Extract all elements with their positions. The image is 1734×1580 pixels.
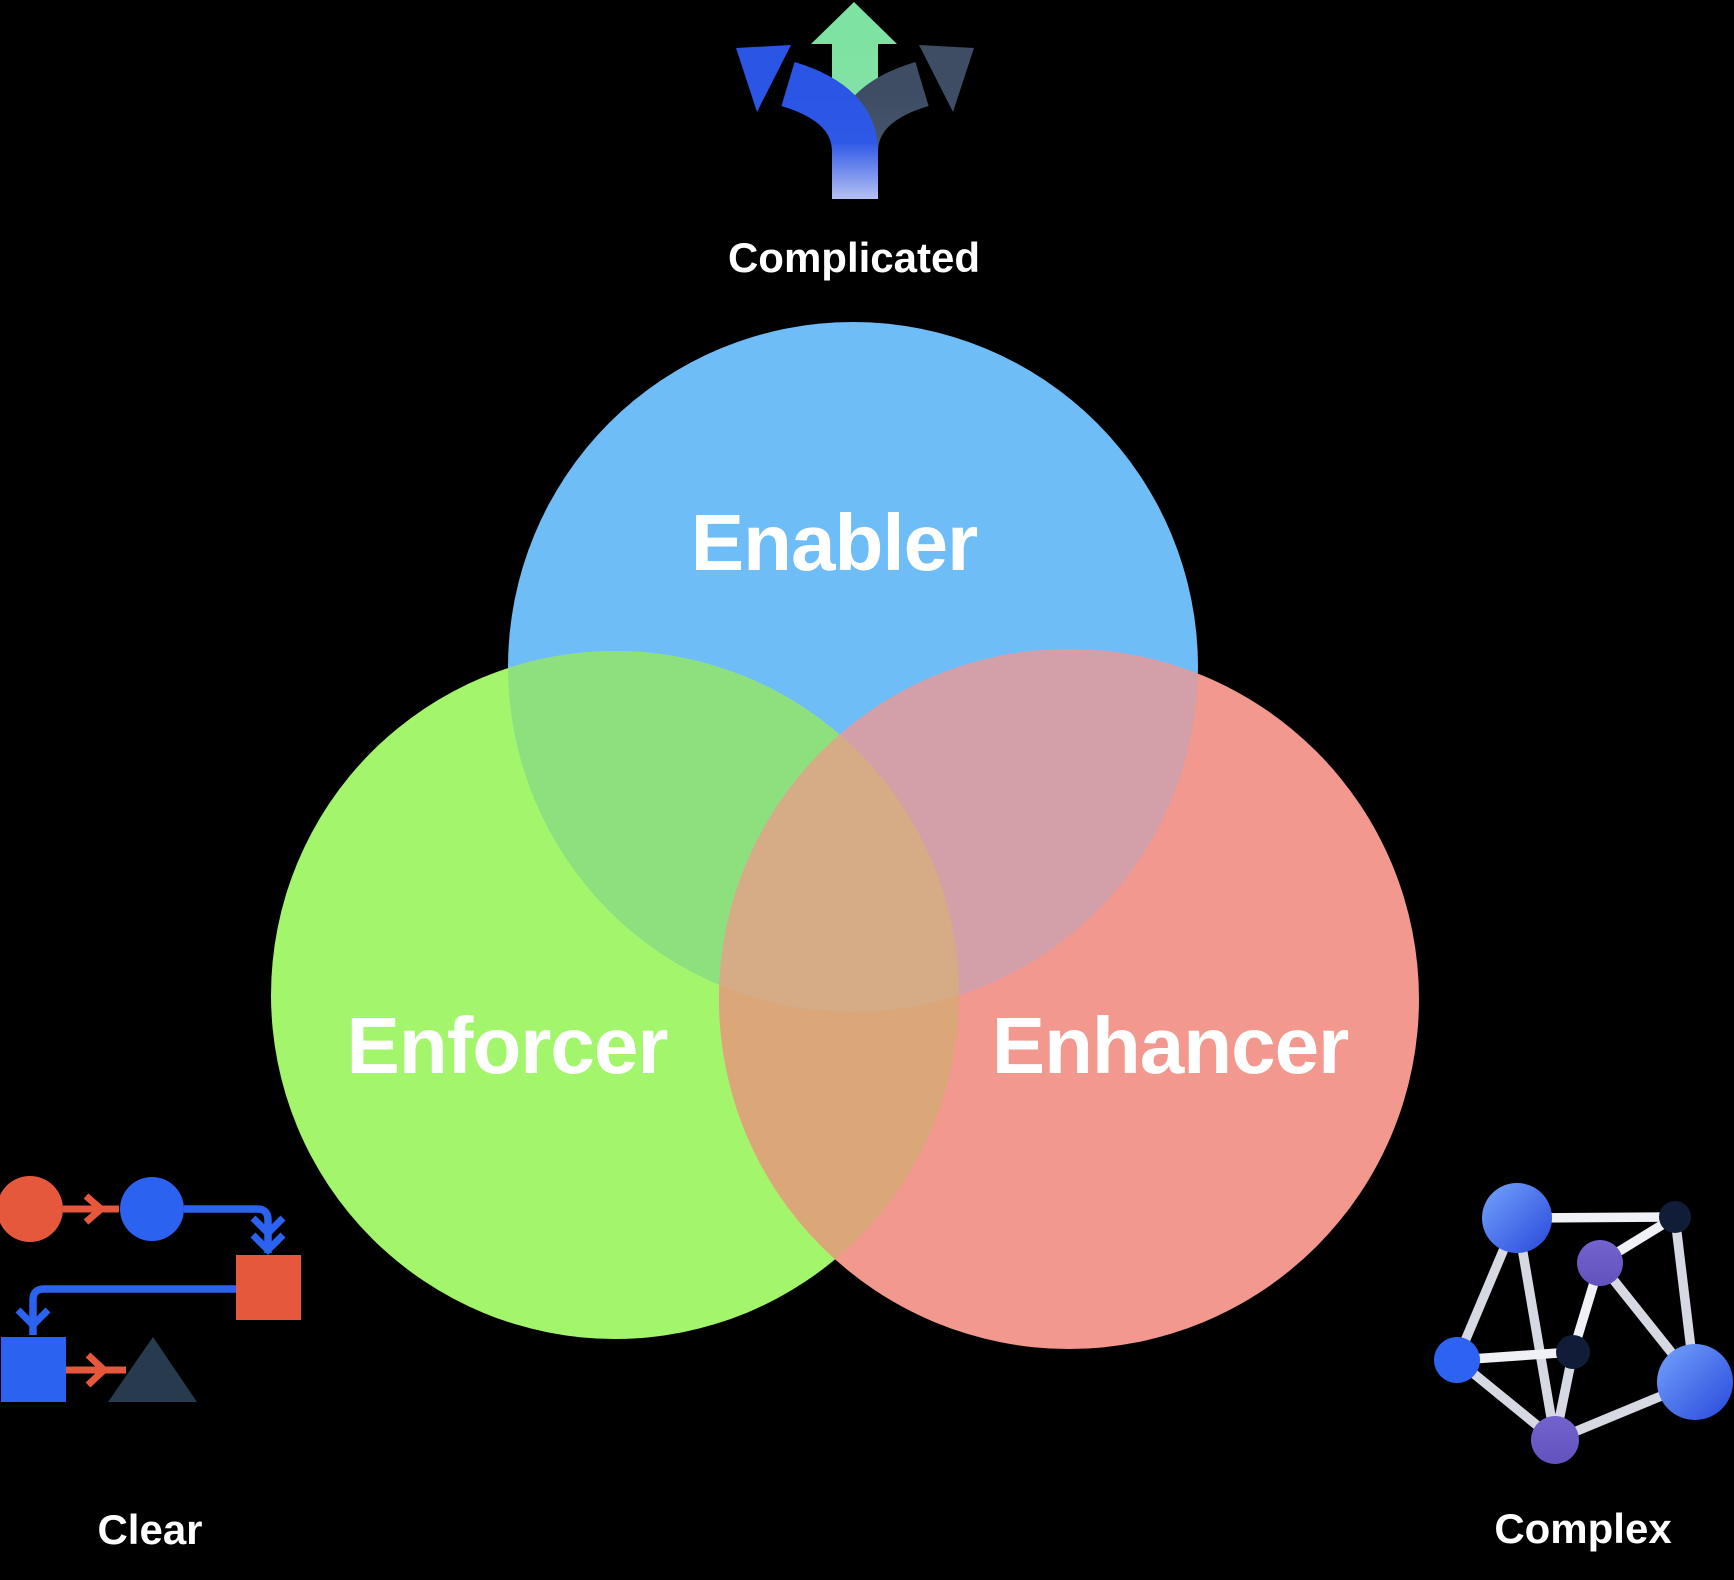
flow-down-chevron-1a xyxy=(250,1215,286,1238)
net-node-big-blue-right xyxy=(1657,1344,1733,1420)
flow-orange-circle xyxy=(0,1176,63,1242)
three-way-arrows-icon xyxy=(736,2,974,199)
flow-navy-triangle xyxy=(108,1337,197,1402)
flow-down-chevron-1b xyxy=(250,1232,286,1255)
flow-connector-1 xyxy=(184,1205,272,1253)
flowchart-icon xyxy=(0,1176,301,1402)
enforcer-label: Enforcer xyxy=(347,1001,668,1090)
enhancer-label: Enhancer xyxy=(992,1001,1349,1090)
venn-diagram: Enabler Enforcer Enhancer xyxy=(271,322,1419,1349)
overlap-center xyxy=(719,651,959,1012)
flow-blue-circle xyxy=(120,1177,184,1241)
complicated-label: Complicated xyxy=(728,234,980,281)
net-node-blue-left xyxy=(1434,1337,1480,1383)
flow-arrow-chevron-1 xyxy=(83,1193,107,1225)
net-node-navy-top xyxy=(1659,1201,1691,1233)
complex-label: Complex xyxy=(1494,1505,1672,1552)
net-node-purple-top xyxy=(1577,1240,1623,1286)
green-arrow-head xyxy=(811,2,897,44)
network-graph-icon xyxy=(1434,1183,1733,1464)
enabler-label: Enabler xyxy=(691,498,977,587)
blue-arrow-shaft xyxy=(780,61,878,199)
flow-arrow-chevron-2 xyxy=(85,1352,110,1388)
net-node-navy-center xyxy=(1556,1335,1590,1369)
dark-arrow-head xyxy=(919,45,974,112)
flow-orange-square xyxy=(236,1255,301,1320)
net-edge-1-7 xyxy=(1512,1217,1560,1441)
flow-connector-2 xyxy=(29,1285,236,1335)
flow-down-chevron-2 xyxy=(15,1307,51,1330)
clear-label: Clear xyxy=(97,1506,202,1553)
flow-blue-square xyxy=(1,1337,66,1402)
net-node-purple-bottom xyxy=(1531,1416,1579,1464)
net-node-big-blue-left xyxy=(1482,1183,1552,1253)
blue-arrow-head xyxy=(736,45,791,112)
